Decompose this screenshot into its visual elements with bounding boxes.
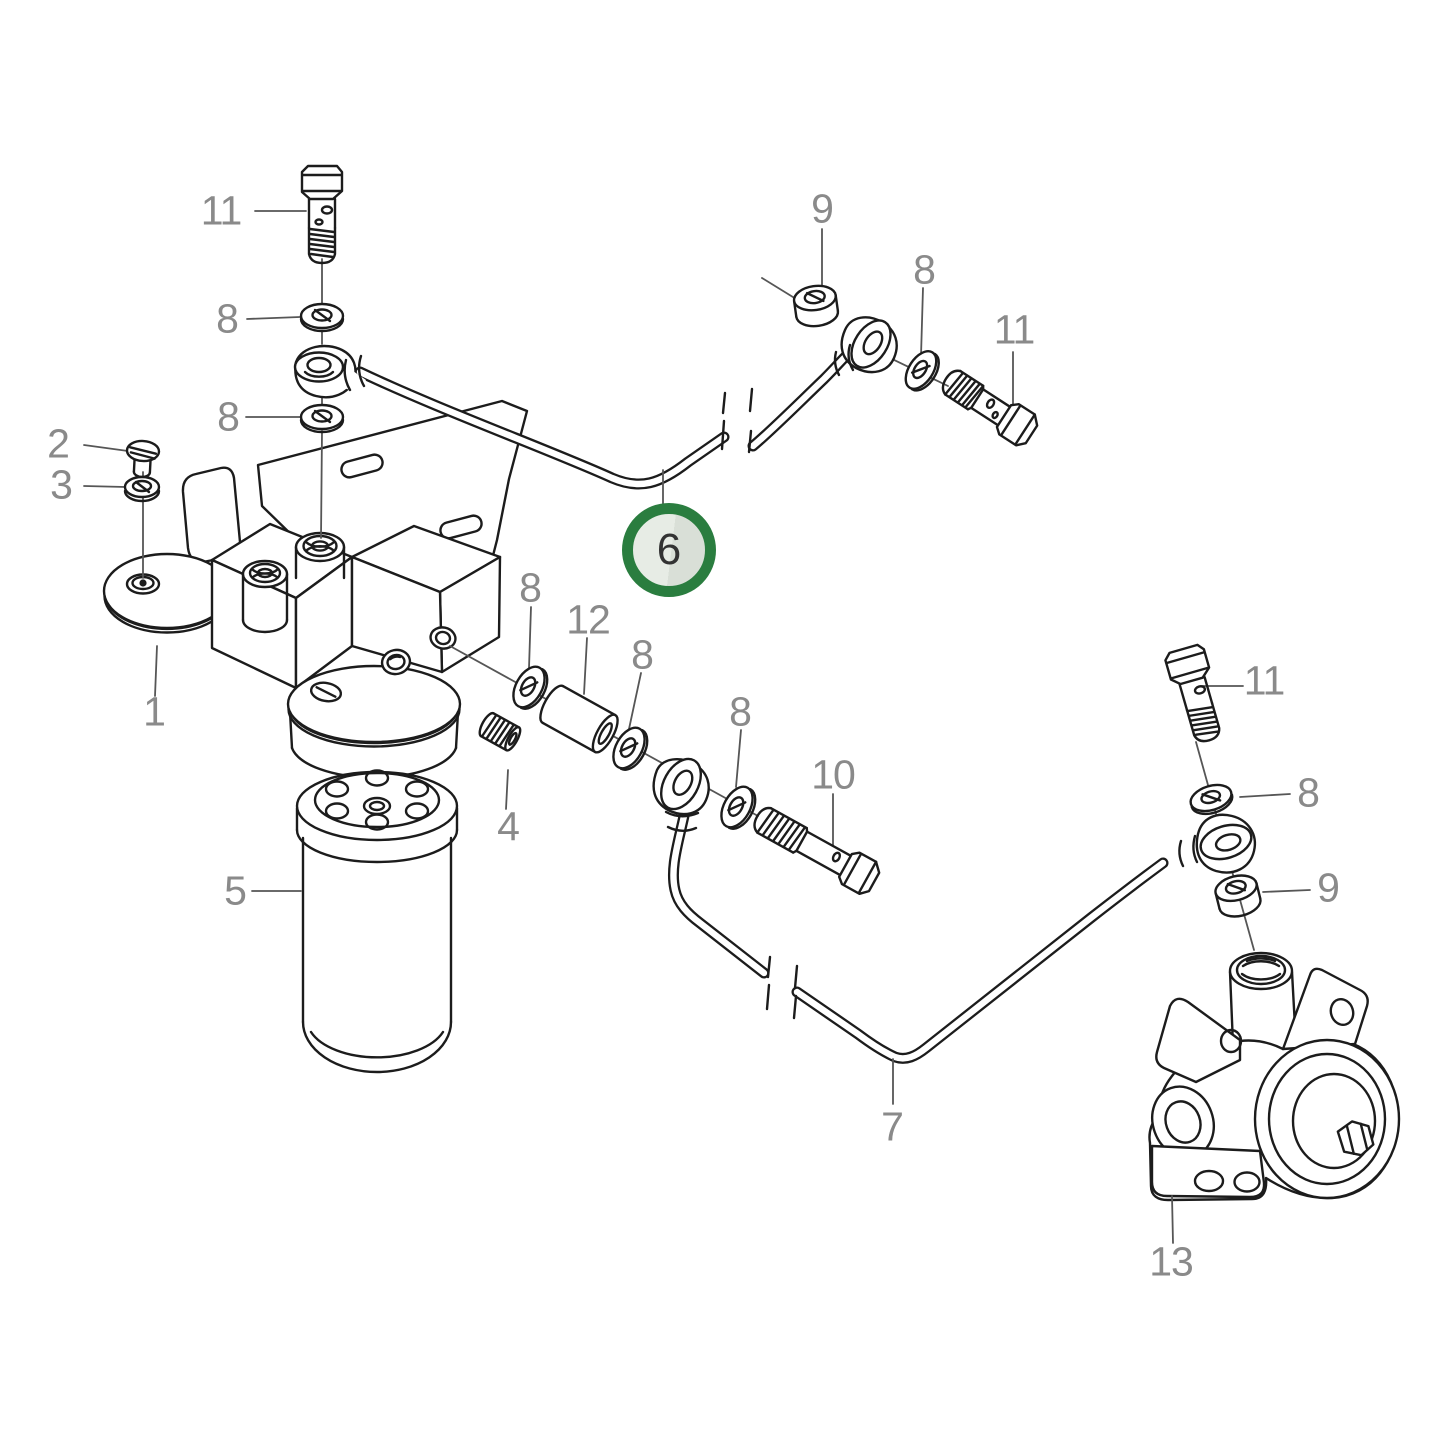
- part-callout-4: 4: [497, 803, 520, 850]
- part-callout-8: 8: [1297, 769, 1320, 816]
- part-callout-3: 3: [50, 461, 73, 508]
- pipe-break-marks: [720, 387, 754, 454]
- washer-8-top-right: [904, 350, 940, 392]
- pipe-break-marks: [765, 955, 799, 1020]
- washer-8-right: [1189, 783, 1234, 816]
- washer-8-mid-3: [720, 785, 757, 830]
- part-callout-9: 9: [1317, 864, 1340, 911]
- nut-9-right: [1214, 874, 1262, 918]
- banjo-fitting-pipe7-right: [1178, 813, 1257, 874]
- fuel-pipe-6-drawing[interactable]: [354, 349, 853, 490]
- filter-cartridge-drawing: [295, 769, 459, 1074]
- part-callout-12: 12: [566, 596, 611, 643]
- bolt-10: [753, 806, 881, 896]
- part-callout-8: 8: [217, 393, 240, 440]
- part-callout-7: 7: [881, 1103, 904, 1150]
- part-callout-11: 11: [200, 187, 243, 234]
- banjo-fitting-pipe7-top: [652, 757, 710, 832]
- banjo-fitting-pipe6-right: [833, 316, 898, 377]
- banjo-bolt-11-right: [1164, 643, 1221, 743]
- washer-8-mid-1: [512, 665, 549, 710]
- washer-8-top-left-lower: [299, 403, 345, 434]
- pump-hex-plug: [1336, 1120, 1375, 1157]
- part-callout-2: 2: [47, 420, 70, 467]
- part-callout-8: 8: [631, 631, 654, 678]
- highlighted-part-number: 6: [656, 525, 682, 574]
- nut-9-top: [792, 284, 840, 328]
- plug-4: [478, 711, 522, 752]
- part-callout-5: 5: [224, 867, 247, 914]
- part-callout-11: 11: [1243, 657, 1286, 704]
- part-callout-9: 9: [811, 185, 834, 232]
- flange-screw-head: [309, 681, 343, 703]
- part-callout-10: 10: [811, 751, 856, 798]
- part-callout-8: 8: [216, 295, 239, 342]
- banjo-bolt-11-top-right: [941, 369, 1039, 447]
- part-callout-8: 8: [519, 564, 542, 611]
- filter-head-drawing: [102, 522, 502, 779]
- part-callout-8: 8: [729, 688, 752, 735]
- highlighted-part-callout[interactable]: 6: [622, 503, 716, 597]
- washer-3: [123, 475, 161, 503]
- fuel-pipe-7-drawing: [667, 810, 1169, 1064]
- part-callout-1: 1: [143, 688, 166, 735]
- banjo-bolt-11-top-left: [300, 164, 344, 265]
- washer-8-mid-2: [612, 726, 649, 771]
- leader-lines: [83, 210, 1311, 1244]
- fuel-pump-drawing: [1148, 951, 1401, 1202]
- banjo-fitting-pipe6-left: [293, 344, 366, 399]
- part-callout-8: 8: [913, 246, 936, 293]
- part-callout-13: 13: [1149, 1238, 1194, 1285]
- washer-8-top-left-upper: [299, 302, 345, 333]
- part-callout-11: 11: [993, 306, 1036, 353]
- spacer-12: [539, 684, 619, 754]
